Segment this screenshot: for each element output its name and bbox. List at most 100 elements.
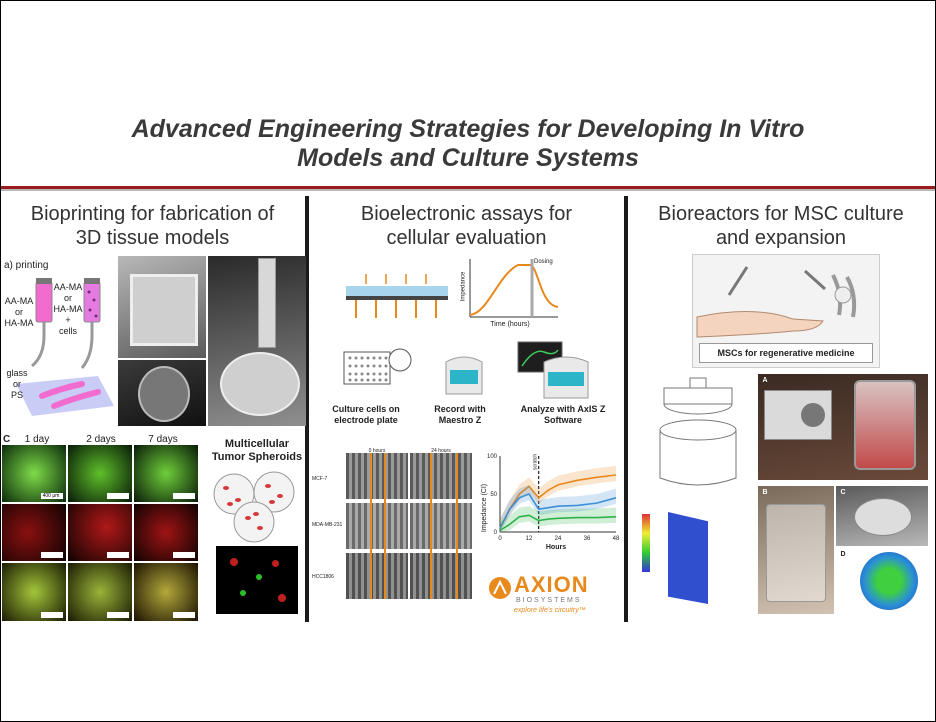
msc-caption: MSCs for regenerative medicine — [699, 343, 873, 363]
flow-heatmap-disc — [860, 552, 918, 610]
impedance-curve-ylabel: Impedance — [460, 271, 467, 302]
bioprinting-title-line2: 3D tissue models — [75, 227, 230, 249]
chart-series-line-0 — [499, 474, 617, 529]
step-label-3-line2: Software — [543, 415, 582, 425]
bioink-left-label: AA-MA or HA-MA — [4, 296, 34, 329]
micro-merge-day7 — [134, 563, 198, 621]
spheroids-diagram — [213, 471, 295, 543]
scratch-row-label-hcc1806: HCC1806 — [312, 574, 334, 580]
electrode-cross-section — [346, 274, 448, 318]
scratch-edge-line — [370, 453, 372, 599]
slide-title-line2: Models and Culture Systems — [297, 144, 639, 172]
chart-y-tick-label: 0 — [494, 530, 498, 536]
scratch-mdamb231-24h — [410, 503, 472, 549]
bioreactor-chamber-photo: B — [758, 486, 834, 614]
petri-dish-photo — [118, 360, 206, 426]
chart-x-tick-label: 24 — [555, 536, 562, 542]
printing-schematic: a) printing AA-MA or HA-MA AA-MA or HA-M… — [2, 256, 116, 426]
msc-injection-illustration: MSCs for regenerative medicine — [692, 254, 880, 368]
bioreactor-pump-photo: A — [758, 374, 928, 480]
substrate-line1: glass — [6, 368, 28, 378]
spheroids-label-line2: Tumor Spheroids — [211, 451, 303, 463]
slide-title: Advanced Engineering Strategies for Deve… — [0, 115, 936, 173]
pump-head — [801, 403, 825, 427]
substrate-line2: or — [12, 379, 21, 389]
chart-series-line-2 — [499, 514, 617, 532]
step-label-3-line1: Analyze with AxIS Z — [520, 404, 606, 414]
title-rule-red — [1, 186, 935, 189]
maestro-instrument-icon — [445, 356, 483, 395]
bioink-right-line4: + — [65, 315, 71, 325]
bioprinting-title-line1: Bioprinting for fabrication of — [30, 203, 275, 225]
impedance-curve-xlabel: Time (hours) — [490, 321, 530, 328]
bioreactor-vessel-photo — [854, 380, 916, 470]
axion-brand-sub: BIOSYSTEMS — [516, 597, 582, 604]
panel-label-a: A — [762, 377, 768, 384]
step-label-1: Culture cells on electrode plate — [326, 404, 406, 426]
syringe-print-photo — [208, 256, 306, 426]
electrode-plate-icon — [343, 348, 412, 385]
substrate-line3: PS — [10, 390, 23, 400]
bioreactors-title: Bioreactors for MSC culture and expansio… — [628, 202, 934, 250]
scratch-row-label-mdamb231: MDA-MB-231 — [312, 522, 343, 528]
bioink-left-line2: or — [14, 307, 23, 317]
step-label-2-line2: Maestro Z — [438, 415, 482, 425]
scratch-hcc1806-0h — [346, 553, 408, 599]
micro-merge-day2 — [68, 563, 132, 621]
bioink-right-line2: or — [63, 293, 72, 303]
pump-body — [764, 390, 832, 440]
step-label-2-line1: Record with — [434, 404, 486, 414]
column-divider-right — [624, 196, 628, 622]
bioreactors-title-line2: and expansion — [715, 227, 847, 249]
scaffold-holder — [854, 498, 912, 536]
bioreactor-vessel-drawing — [659, 377, 737, 486]
scratch-col-label-24: 24 hours — [431, 448, 451, 454]
impedance-curve: Impedance Time (hours) Dosing — [458, 255, 562, 331]
cfd-colorbar — [642, 514, 650, 572]
timecourse-panel-label: C — [3, 434, 11, 445]
chart-x-tick-label: 36 — [584, 536, 591, 542]
bioink-right-line1: AA-MA — [53, 282, 83, 292]
micro-green-day7 — [134, 445, 198, 502]
chart-ylabel: Impedance (CI) — [481, 484, 488, 532]
chart-y-tick-label: 50 — [490, 492, 497, 498]
axis-software-icon — [517, 341, 589, 399]
chart-x-tick-label: 0 — [498, 536, 502, 542]
bioink-right-label: AA-MA or HA-MA + cells — [52, 282, 84, 337]
substrate-label: glass or PS — [4, 368, 30, 401]
scratch-edge-line — [456, 453, 458, 599]
axion-tagline: explore life's circuitry™ — [514, 607, 586, 614]
slide-title-line1: Advanced Engineering Strategies for Deve… — [131, 115, 805, 143]
axion-logo-icon — [489, 577, 511, 599]
cfd-simulation — [638, 508, 750, 614]
injection-diagram — [696, 266, 857, 338]
step-label-1-line2: electrode plate — [334, 415, 398, 425]
chart-x-tick-label: 12 — [526, 536, 533, 542]
day-label-3: 7 days — [148, 434, 178, 445]
scratch-assay-grid — [346, 453, 472, 599]
day-label-2: 2 days — [86, 434, 116, 445]
step-label-3: Analyze with AxIS Z Software — [518, 404, 608, 426]
spheroids-label-line1: Multicellular — [224, 438, 290, 450]
micro-red-day2 — [68, 504, 132, 561]
micro-green-day1 — [2, 445, 66, 502]
bioink-left-line1: AA-MA — [4, 296, 34, 306]
printing-diagram — [16, 278, 114, 416]
impedance-curve-plot — [469, 259, 559, 318]
panel-label-b: B — [762, 489, 768, 496]
scale-bar-label: 400 μm — [42, 493, 60, 499]
chart-series-band-0 — [500, 465, 616, 532]
bioreactors-title-line1: Bioreactors for MSC culture — [658, 203, 904, 225]
spheroids-label: Multicellular Tumor Spheroids — [208, 438, 306, 464]
chart-x-tick-label: 48 — [613, 536, 620, 542]
print-dish — [220, 352, 300, 416]
micro-red-day1 — [2, 504, 66, 561]
scratch-mcf7-24h — [410, 453, 472, 499]
axion-brand-name: AXION — [514, 572, 589, 597]
scratch-mcf7-0h — [346, 453, 408, 499]
panel-label-c: C — [840, 489, 846, 496]
scratch-edge-line — [384, 453, 386, 599]
scratch-row-label-mcf7: MCF-7 — [312, 476, 328, 482]
syringe — [258, 258, 276, 348]
